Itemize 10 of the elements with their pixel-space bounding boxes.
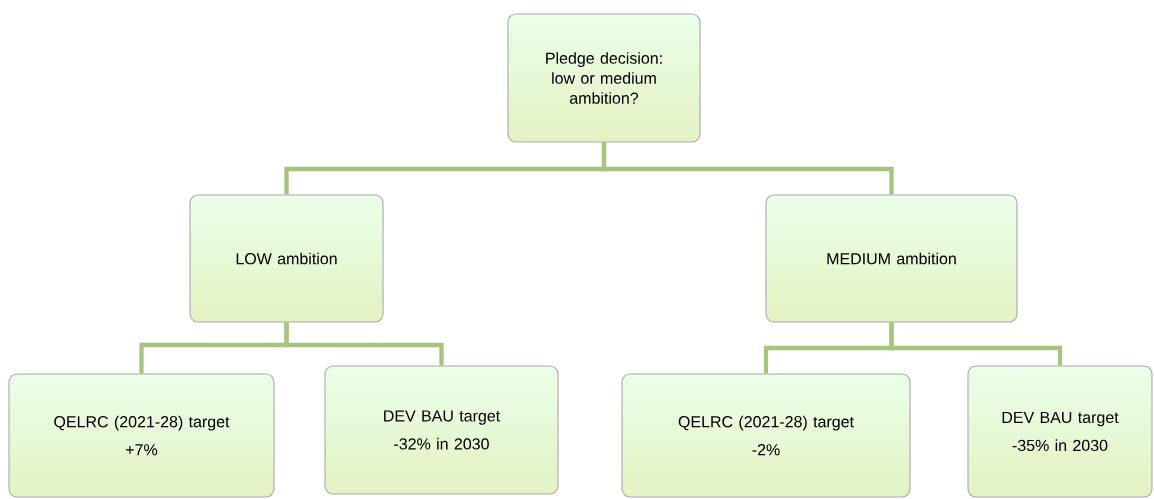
option-box: DEV BAU target -35% in 2030 — [967, 365, 1153, 498]
option-box: LOW ambition — [189, 194, 384, 323]
connector — [601, 142, 894, 195]
connector — [889, 322, 1063, 366]
option-box: DEV BAU target -32% in 2030 — [324, 365, 559, 495]
option-box: QELRC (2021-28) target +7% — [8, 373, 275, 498]
option-box: QELRC (2021-28) target -2% — [621, 373, 911, 498]
connector — [284, 322, 444, 366]
decision-box: Pledge decision: low or medium ambition? — [507, 13, 701, 143]
option-box: MEDIUM ambition — [765, 194, 1018, 323]
